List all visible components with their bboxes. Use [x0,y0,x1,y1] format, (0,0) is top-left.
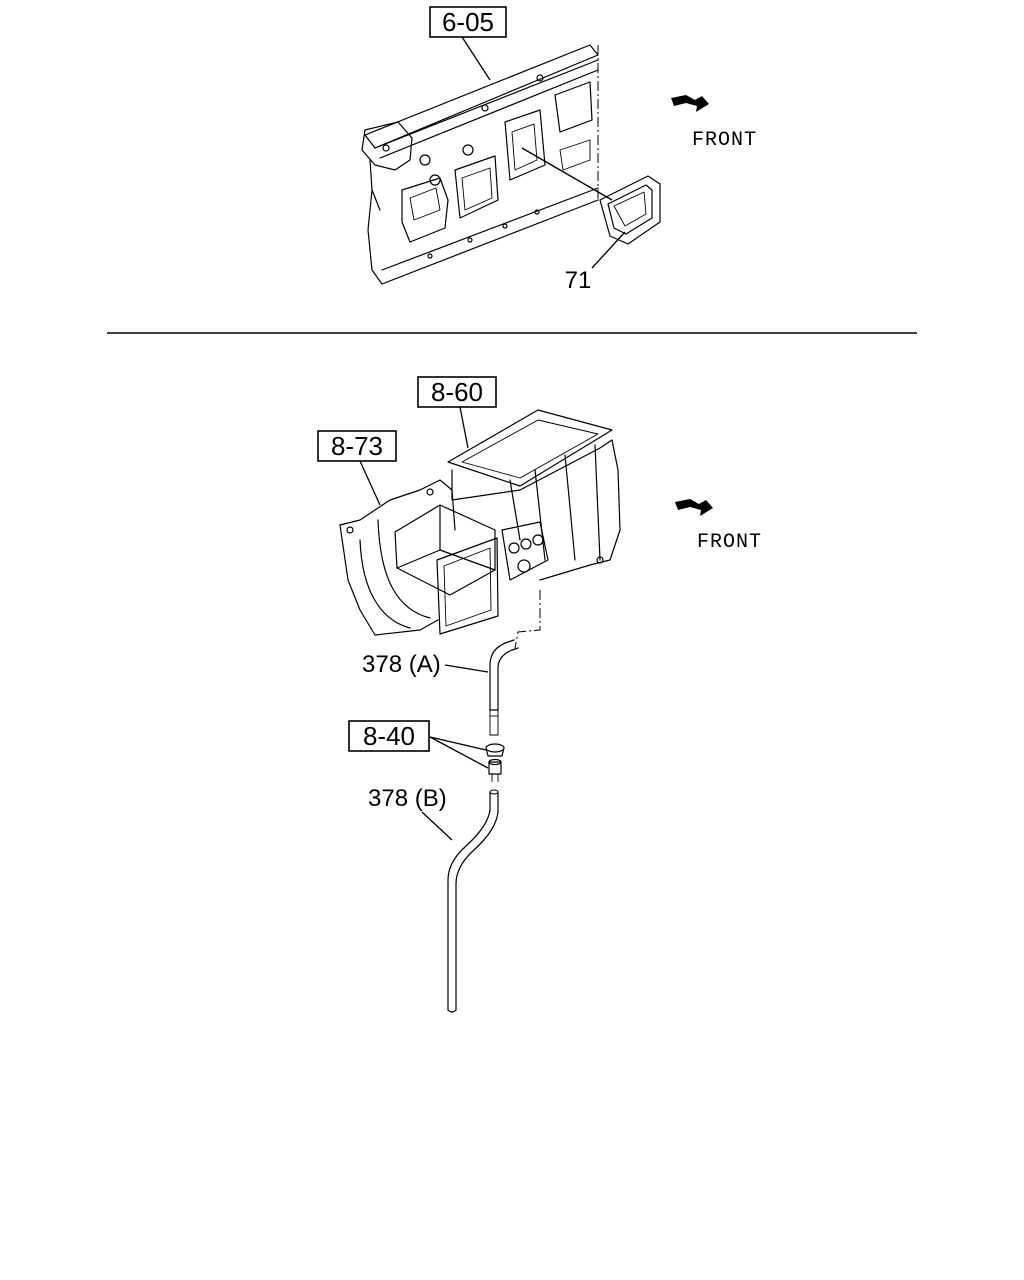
ref-label-8-40: 8-40 [363,721,415,751]
leader-71-pocket [521,147,613,201]
ref-label-8-60: 8-60 [431,377,483,407]
leader-8-40-b [429,736,489,769]
gasket-part-71-drawing [599,175,661,245]
ref-box-6-05: 6-05 [429,6,507,38]
leader-71 [591,231,626,269]
part-number-71: 71 [565,267,592,294]
hose-378a-drawing [489,639,519,736]
leader-8-40-a [429,736,487,751]
heater-unit-drawing [339,409,621,649]
lower-view: 8-60 8-73 8-40 378 (A) 378 (B) FRONT [317,376,762,1013]
hose-378b-drawing [447,789,499,1013]
clip-8-40-drawing [485,743,505,782]
front-label-upper: FRONT [692,129,757,152]
part-number-378a: 378 (A) [362,651,441,678]
ref-box-8-60: 8-60 [417,376,497,408]
front-arrow-icon [671,95,709,112]
leader-378b [421,811,453,841]
ref-label-6-05: 6-05 [442,7,494,37]
part-number-378b: 378 (B) [368,785,447,812]
leader-6-05 [461,36,491,81]
ref-label-8-73: 8-73 [331,431,383,461]
leader-8-60 [459,406,469,449]
ref-box-8-73: 8-73 [317,430,397,462]
dash-panel-drawing [361,44,599,285]
front-arrow-icon [675,499,713,516]
ref-box-8-40: 8-40 [348,720,430,752]
upper-view: 6-05 71 FRONT [361,6,757,294]
leader-8-73 [359,460,381,506]
leader-378a [444,664,489,673]
front-label-lower: FRONT [697,531,762,554]
